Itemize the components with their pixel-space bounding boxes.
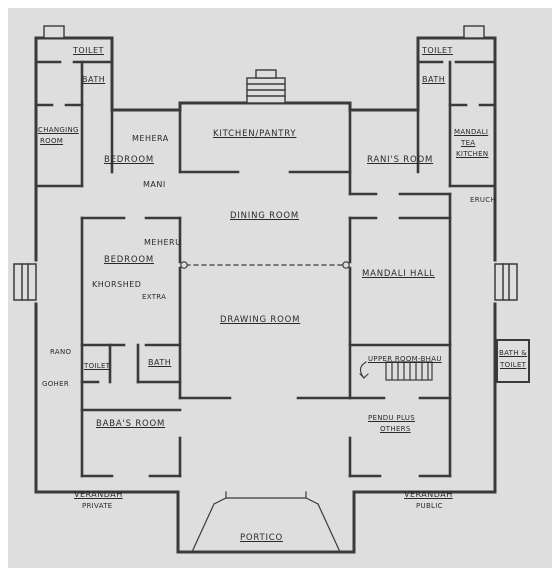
- inner-walls: [34, 60, 497, 478]
- label-bedroom-top: BEDROOM: [104, 155, 154, 165]
- label-meheru: MEHERU: [144, 238, 182, 247]
- label-changing-room-line2: ROOM: [40, 137, 64, 145]
- label-dining-room: DINING ROOM: [230, 211, 299, 221]
- right-chimney: [463, 25, 485, 39]
- label-bath-small: BATH: [148, 358, 172, 367]
- label-private: PRIVATE: [82, 502, 113, 510]
- label-bath-toilet-line2: TOILET: [500, 361, 527, 369]
- left-chimney: [43, 25, 65, 39]
- label-toilet-left: TOILET: [73, 46, 104, 55]
- column-left: [180, 261, 188, 269]
- label-toilet-small: TOILET: [84, 362, 111, 370]
- label-babas-room: BABA'S ROOM: [96, 419, 166, 429]
- label-bath-left: BATH: [82, 75, 106, 84]
- label-mandali-tea-line3: KITCHEN: [456, 150, 489, 158]
- label-pendu-line1: PENDU PLUS: [368, 414, 415, 422]
- label-mandali-tea-line2: TEA: [461, 139, 476, 147]
- label-mandali-tea-line1: MANDALI: [454, 128, 489, 136]
- rear-stair: [246, 69, 286, 104]
- right-bay: [494, 263, 518, 301]
- label-drawing-room: DRAWING ROOM: [220, 315, 301, 325]
- label-verandah-left: VERANDAH: [74, 490, 123, 499]
- label-public: PUBLIC: [416, 502, 443, 510]
- label-eruch: ERUCH: [470, 196, 497, 204]
- left-bay: [13, 263, 37, 301]
- label-pendu-line2: OTHERS: [380, 425, 411, 433]
- label-mani: MANI: [143, 180, 166, 189]
- column-right: [342, 261, 350, 269]
- label-ranis-room: RANI'S ROOM: [367, 155, 434, 165]
- bath-toilet-annex: [496, 339, 530, 383]
- label-mehera: MEHERA: [132, 134, 169, 143]
- label-portico: PORTICO: [240, 533, 284, 543]
- upper-room-stair: [359, 361, 433, 381]
- label-changing-room-line1: CHANGING: [38, 126, 79, 134]
- label-rano: RANO: [50, 348, 72, 356]
- label-mandali-hall: MANDALI HALL: [362, 269, 435, 279]
- portico-steps: [191, 491, 341, 553]
- label-bath-toilet-line1: BATH &: [499, 349, 528, 357]
- label-khorshed: KHORSHED: [92, 280, 142, 289]
- label-toilet-right: TOILET: [422, 46, 453, 55]
- label-bedroom-mid: BEDROOM: [104, 255, 154, 265]
- label-verandah-right: VERANDAH: [404, 490, 453, 499]
- label-bath-right: BATH: [422, 75, 446, 84]
- label-upper-room: UPPER ROOM-BHAU: [368, 355, 442, 363]
- label-kitchen-pantry: KITCHEN/PANTRY: [213, 129, 297, 139]
- label-extra: EXTRA: [142, 293, 167, 301]
- label-goher: GOHER: [42, 380, 69, 388]
